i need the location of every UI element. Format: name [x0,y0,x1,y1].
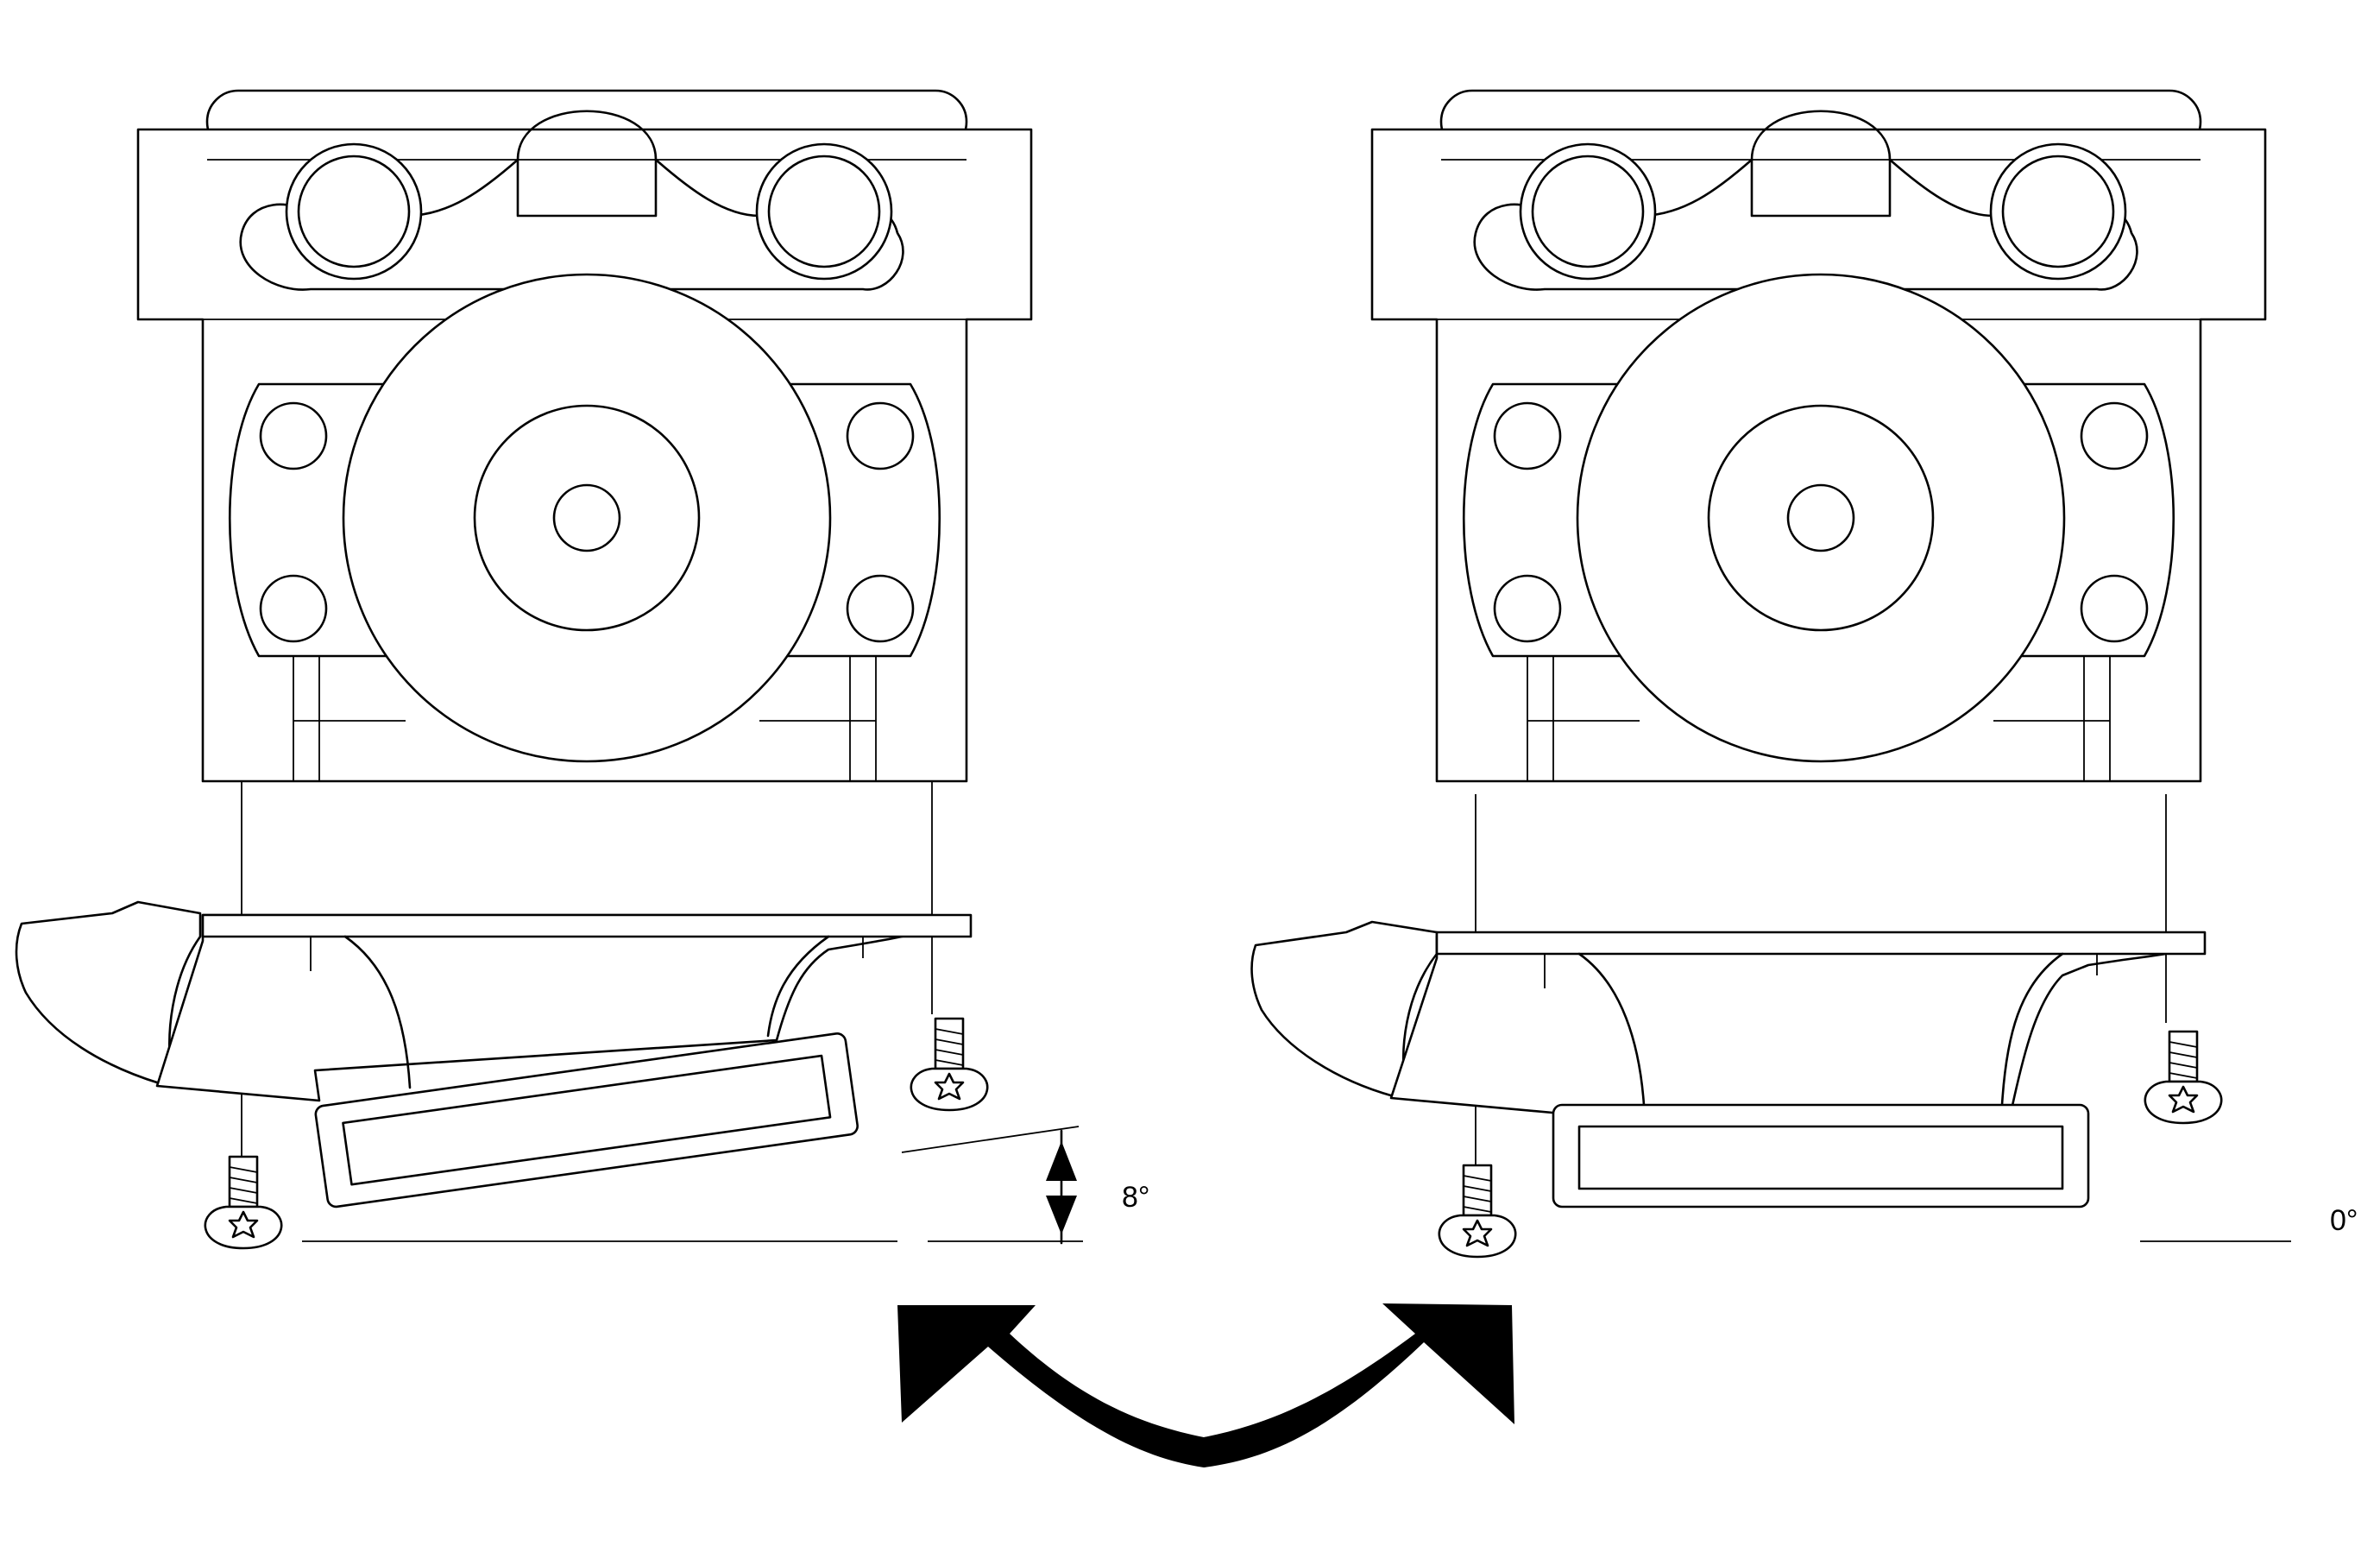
right-module [1370,89,2267,783]
left-bracket [15,900,973,1208]
torx-screw-icon [910,1017,989,1112]
torx-screw-icon [2144,1030,2223,1125]
left-module [136,89,1033,783]
left-angle-label: 8° [1122,1181,1150,1214]
right-angle-label: 0° [2330,1204,2358,1237]
torx-screw-icon [204,1155,283,1250]
double-curved-arrow-icon [897,1303,1514,1467]
torx-screw-icon [1438,1164,1517,1259]
right-bracket [1250,920,2207,1208]
right-assembly: 0° [1250,89,2358,1259]
angle-dimension-arrow [1046,1129,1077,1245]
left-assembly: 8° [15,89,1150,1250]
